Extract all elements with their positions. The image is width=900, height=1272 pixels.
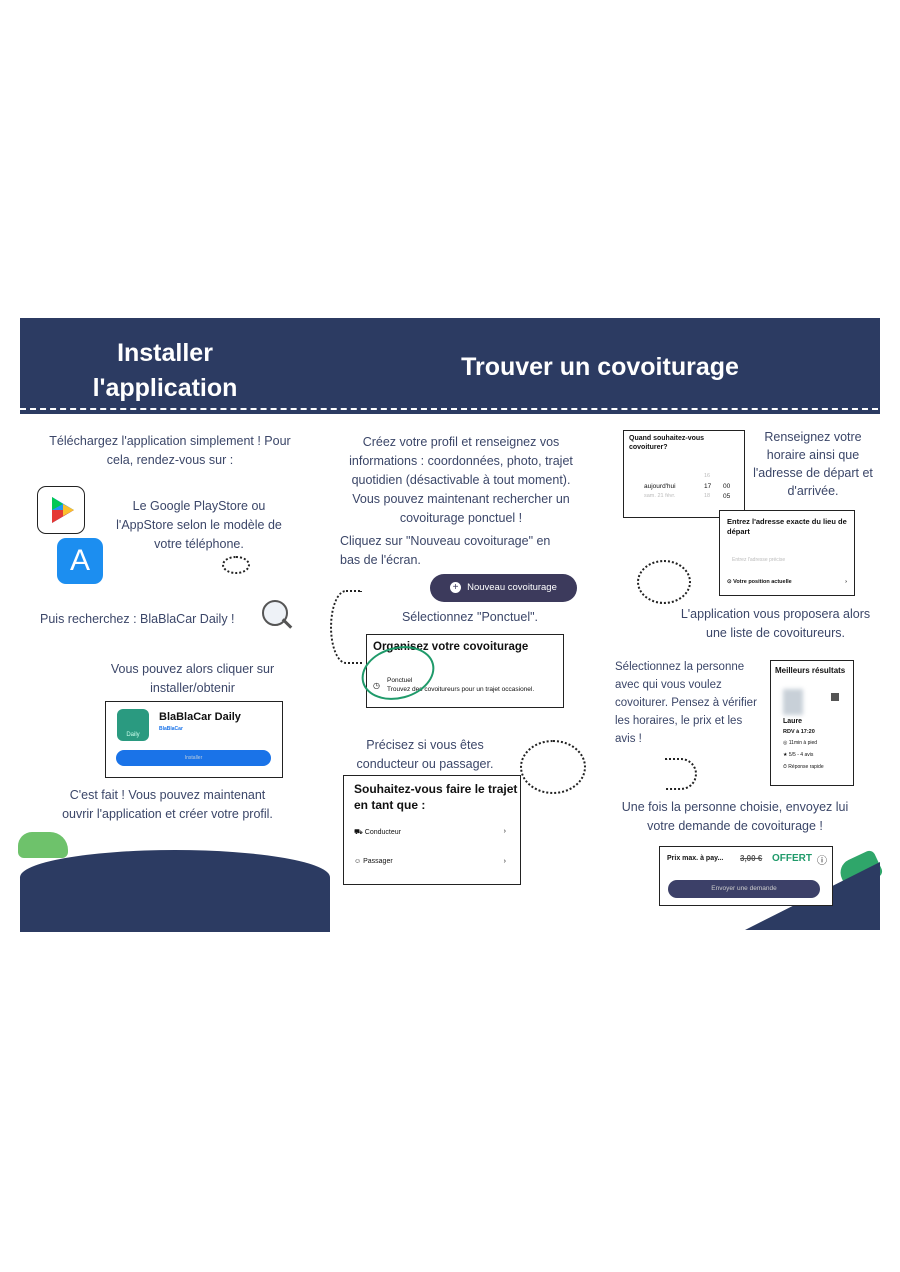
chevron-right-icon: ›	[845, 579, 847, 585]
passenger-label: Passager	[363, 858, 393, 865]
send-text: Une fois la personne choisie, envoyez lu…	[621, 800, 849, 833]
clock-icon: ◷	[373, 681, 380, 690]
results-card: Meilleurs résultats Laure RDV à 17:20 ◎ …	[770, 660, 854, 786]
rating-label: 5/5 - 4 avis	[788, 752, 814, 758]
hill-left	[20, 850, 330, 932]
current-location-label: Votre position actuelle	[733, 579, 792, 585]
walk-label: 11min à pied	[788, 740, 818, 746]
hour-prev: 16	[704, 473, 711, 479]
dotted-arrow	[665, 758, 697, 790]
install-button[interactable]: Installer	[116, 750, 271, 766]
driver-label: Conducteur	[364, 829, 401, 836]
next-day: sam. 21 févr.	[644, 493, 676, 499]
info-icon[interactable]: ⓘ	[817, 856, 827, 867]
timer-icon: ⏱	[783, 764, 789, 770]
header-banner	[20, 318, 880, 414]
find-carpool-title: Trouver un covoiturage	[461, 353, 739, 381]
install-title: Installer l'application	[60, 336, 270, 406]
offer-badge: OFFERT	[772, 853, 812, 864]
when-title: Quand souhaitez-vous covoiturer?	[629, 435, 705, 451]
pin-icon: ◎	[783, 740, 789, 746]
install-title-line1: Installer	[117, 339, 213, 367]
organise-card: Organisez votre covoiturage ◷ Ponctuel T…	[355, 634, 564, 708]
address-card: Entrez l'adresse exacte du lieu de dépar…	[719, 510, 855, 596]
driver-avatar	[783, 689, 803, 715]
role-title: Souhaitez-vous faire le trajet en tant q…	[354, 782, 518, 812]
response: ⏱ Réponse rapide	[783, 764, 824, 770]
app-store-icon[interactable]: A	[57, 538, 103, 584]
app-name: BlaBlaCar Daily	[159, 711, 241, 723]
dotted-arrow	[520, 740, 586, 794]
price-label: Prix max. à pay...	[667, 855, 724, 862]
magnifier-handle-icon	[281, 618, 293, 629]
checkbox-icon[interactable]	[831, 693, 839, 701]
select-ponctuel-text: Sélectionnez "Ponctuel".	[401, 610, 539, 624]
profile-text: Créez votre profil et renseignez vos inf…	[349, 435, 573, 525]
results-title: Meilleurs résultats	[775, 666, 846, 675]
location-icon: ⊙	[727, 579, 734, 585]
price-value: 3,00 €	[740, 854, 763, 863]
install-title-line2: l'application	[92, 374, 238, 402]
price-card: Prix max. à pay... 3,00 € OFFERT ⓘ Envoy…	[659, 846, 833, 906]
passenger-option[interactable]: ☺ Passager ›	[354, 858, 506, 865]
hour-picker[interactable]: 17	[704, 483, 712, 490]
dashed-divider	[20, 408, 878, 410]
address-input[interactable]: Entrez l'adresse précise	[732, 557, 786, 563]
select-person-text: Sélectionnez la personne avec qui vous v…	[615, 661, 757, 745]
role-text: Précisez si vous êtes conducteur ou pass…	[356, 738, 494, 771]
green-car-left-icon	[18, 832, 68, 858]
minute-picker[interactable]: 00	[723, 483, 731, 490]
intro-text: Téléchargez l'application simplement ! P…	[49, 434, 291, 467]
play-store-icon[interactable]	[37, 486, 85, 534]
app-icon: Daily	[117, 709, 149, 741]
dotted-arrow	[222, 556, 250, 574]
star-icon: ★	[783, 752, 789, 758]
minute-next: 05	[723, 493, 731, 500]
new-carpool-text: Cliquez sur "Nouveau covoiturage" en bas…	[340, 534, 551, 567]
chevron-right-icon: ›	[503, 828, 506, 835]
organise-title: Organisez votre covoiturage	[373, 641, 529, 653]
chevron-right-icon: ›	[503, 858, 506, 865]
search-text: Puis recherchez : BlaBlaCar Daily !	[40, 612, 235, 626]
rdv-time: RDV à 17:20	[783, 729, 815, 735]
new-carpool-label: Nouveau covoiturage	[467, 582, 557, 593]
role-card: Souhaitez-vous faire le trajet en tant q…	[343, 775, 521, 885]
hour-next: 18	[704, 493, 711, 499]
walk-time: ◎ 11min à pied	[783, 740, 817, 746]
driver-option[interactable]: ⛟ Conducteur ›	[354, 828, 506, 837]
ponctuel-desc: Trouvez des covoitureurs pour un trajet …	[387, 686, 535, 693]
person-icon: ☺	[354, 858, 364, 865]
day-picker[interactable]: aujourd'hui	[644, 483, 676, 490]
dotted-arrow	[637, 560, 691, 604]
car-icon: ⛟	[354, 829, 365, 836]
rating: ★ 5/5 - 4 avis	[783, 752, 813, 758]
app-card: Daily BlaBlaCar Daily BlaBlaCar Installe…	[105, 701, 283, 778]
new-carpool-button[interactable]: + Nouveau covoiturage	[430, 574, 577, 602]
list-text: L'application vous proposera alors une l…	[680, 607, 871, 640]
response-label: Réponse rapide	[788, 764, 824, 770]
done-text: C'est fait ! Vous pouvez maintenant ouvr…	[62, 788, 273, 821]
dotted-arrow	[330, 590, 362, 664]
schedule-text: Renseignez votre horaire ainsi que l'adr…	[753, 430, 873, 498]
current-location-option[interactable]: ⊙ Votre position actuelle ›	[727, 579, 847, 585]
ponctuel-option[interactable]: Ponctuel	[387, 677, 413, 684]
address-title: Entrez l'adresse exacte du lieu de dépar…	[727, 517, 847, 536]
plus-icon: +	[450, 582, 462, 593]
driver-name: Laure	[783, 718, 803, 725]
app-publisher: BlaBlaCar	[159, 726, 183, 732]
click-text: Vous pouvez alors cliquer sur installer/…	[110, 662, 275, 695]
when-card: Quand souhaitez-vous covoiturer? aujourd…	[623, 430, 745, 518]
stores-text: Le Google PlayStore ou l'AppStore selon …	[116, 499, 282, 551]
send-request-button[interactable]: Envoyer une demande	[668, 880, 820, 898]
